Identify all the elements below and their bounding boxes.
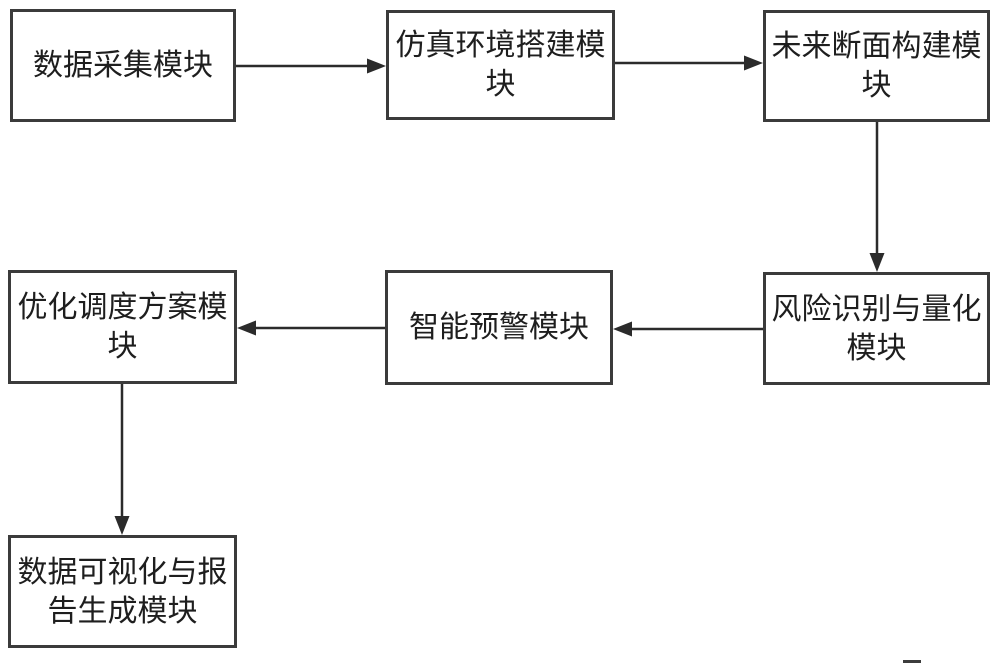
node-optimized-dispatch-plan-module: 优化调度方案模 块 xyxy=(8,270,237,384)
arrow-intelligent-warning-to-optimized-dispatch xyxy=(237,320,385,336)
arrow-future-section-to-risk-quantification xyxy=(869,122,885,272)
node-label: 仿真环境搭建模 块 xyxy=(395,29,606,101)
node-data-collection-module: 数据采集模块 xyxy=(10,9,236,122)
node-intelligent-early-warning-module: 智能预警模块 xyxy=(385,270,613,385)
arrow-simulation-env-to-future-section xyxy=(615,55,763,71)
node-label: 未来断面构建模 块 xyxy=(771,30,982,102)
node-risk-identification-quantification-module: 风险识别与量化 模块 xyxy=(763,272,990,385)
node-data-visualization-report-module: 数据可视化与报 告生成模块 xyxy=(8,535,237,648)
stray-dash-mark xyxy=(903,660,921,663)
node-label: 优化调度方案模 块 xyxy=(17,291,228,363)
node-label: 数据采集模块 xyxy=(33,49,213,82)
node-label: 智能预警模块 xyxy=(409,311,589,344)
arrow-optimized-dispatch-to-data-visualization xyxy=(114,384,130,535)
node-simulation-environment-module: 仿真环境搭建模 块 xyxy=(386,10,615,120)
node-label: 数据可视化与报 告生成模块 xyxy=(17,555,228,628)
node-future-section-construction-module: 未来断面构建模 块 xyxy=(763,10,990,122)
node-label: 风险识别与量化 模块 xyxy=(771,292,982,365)
arrow-data-collection-to-simulation-env xyxy=(236,58,386,74)
arrow-risk-quantification-to-intelligent-warning xyxy=(613,321,763,337)
